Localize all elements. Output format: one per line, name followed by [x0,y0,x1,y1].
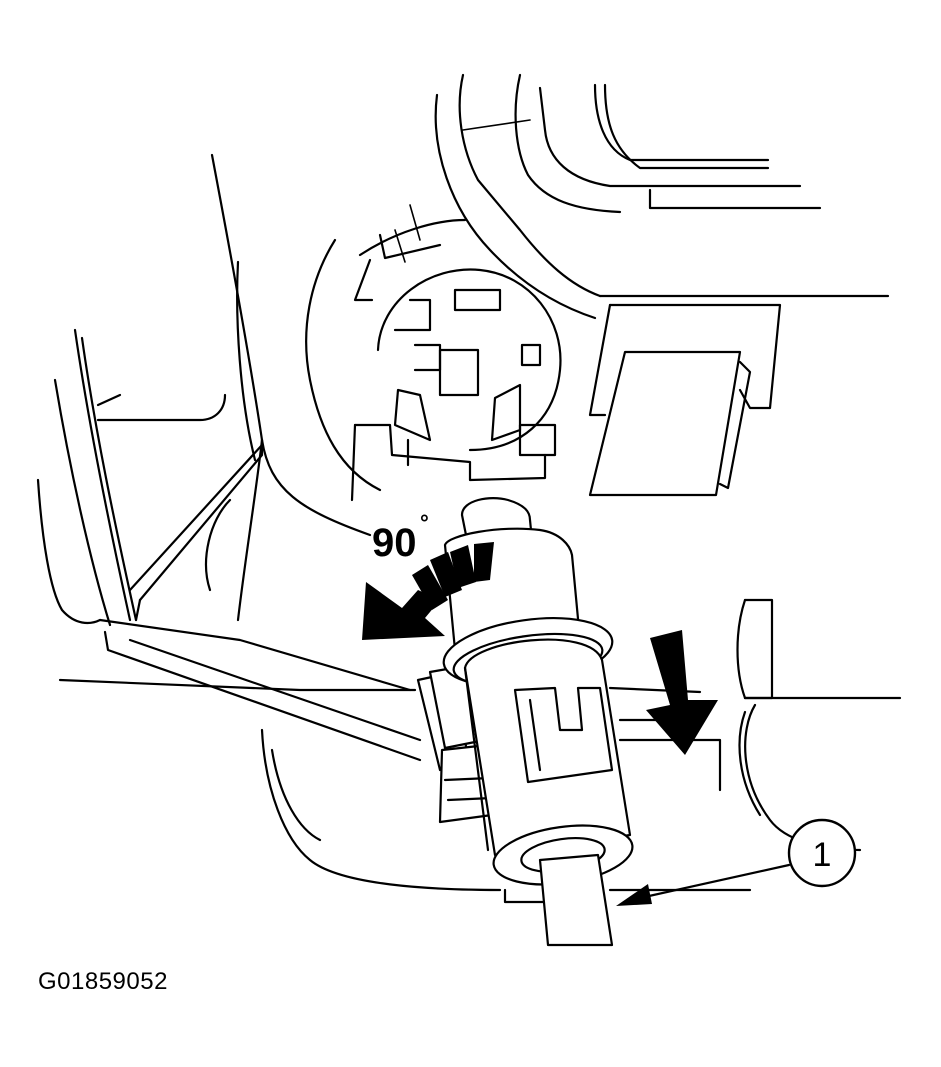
right-lower-bracket [736,598,902,852]
upper-housing [434,73,890,320]
rotation-angle-label: 90 [372,521,417,565]
figure-id-label: G01859052 [38,968,168,995]
left-panel [36,153,422,762]
right-bracket [588,303,782,497]
pull-down-arrow [646,630,718,755]
callout-1: 1 [616,818,857,906]
bulb-socket [305,204,562,502]
callout-number: 1 [813,836,832,874]
degree-symbol: ° [420,510,429,535]
lower-base [58,678,752,904]
rotation-arrow: 90 ° [362,510,494,640]
